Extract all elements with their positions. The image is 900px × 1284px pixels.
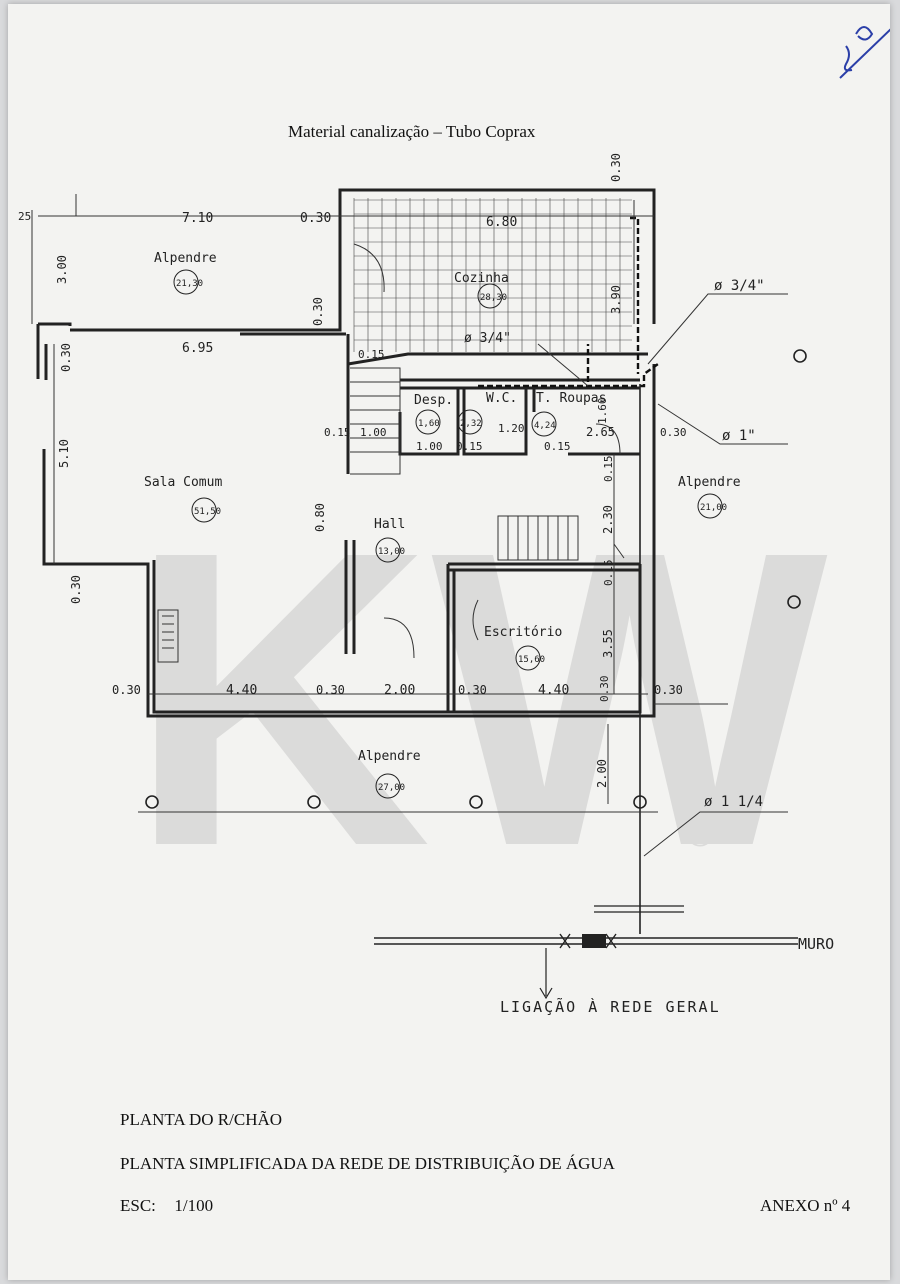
muro-label: MURO — [798, 935, 834, 953]
dimension-lines — [31, 194, 728, 813]
scale-row: ESC: 1/100 — [120, 1196, 213, 1216]
room-name-alpendre_s: Alpendre — [358, 749, 421, 764]
kitchen-tiles — [353, 198, 632, 352]
room-area-alpendre_s: 27,00 — [378, 783, 405, 793]
dim-d25: 25 — [18, 210, 31, 223]
scale-label: ESC: — [120, 1196, 156, 1215]
room-name-cozinha: Cozinha — [454, 271, 509, 286]
room-area-cozinha: 28,30 — [480, 293, 507, 303]
pipe-labels: ø 3/4" ø 3/4" ø 1" ø 1 1/4 — [464, 278, 765, 810]
dim-d1_20: 1.20 — [498, 422, 525, 435]
dim-d2_00a: 2.00 — [384, 683, 415, 698]
room-name-wc: W.C. — [486, 391, 517, 406]
dim-d0_30f: 0.30 — [112, 683, 141, 697]
dim-d0_15b: 0.15 — [324, 426, 351, 439]
room-name-hall: Hall — [374, 517, 405, 532]
room-area-circle-alpendre_nw — [173, 269, 199, 295]
dim-d6_80: 6.80 — [486, 215, 517, 230]
room-name-desp: Desp. — [414, 393, 453, 408]
annex-label: ANEXO nº 4 — [760, 1196, 851, 1215]
columns — [145, 349, 807, 809]
dim-d1_60: 1.60 — [596, 398, 609, 425]
room-name-escritorio: Escritório — [484, 625, 562, 640]
plan-title: PLANTA DO R/CHÃO — [120, 1110, 283, 1129]
dim-d5_10: 5.10 — [57, 439, 71, 468]
room-area-circle-wc — [457, 409, 483, 435]
dim-d0_30top: 0.30 — [609, 153, 623, 182]
room-area-circle-cozinha — [477, 283, 503, 309]
stairs — [350, 367, 579, 561]
room-area-wc: 2,32 — [460, 419, 482, 429]
dim-d0_30j: 0.30 — [654, 683, 683, 697]
room-area-circle-desp — [415, 409, 441, 435]
pipe-label-p114: ø 1 1/4 — [704, 794, 763, 810]
pipe-label-p34a: ø 3/4" — [714, 278, 765, 294]
dim-d0_15c: 0.15 — [456, 440, 483, 453]
pipe-label-p34b: ø 3/4" — [464, 331, 511, 346]
ligacao-label: LIGAÇÃO À REDE GERAL — [500, 997, 721, 1016]
dim-d3_90: 3.90 — [609, 285, 623, 314]
material-note: Material canalização – Tubo Coprax — [288, 122, 536, 141]
room-area-circle-escritorio — [515, 645, 541, 671]
dim-d4_40a: 4.40 — [226, 683, 257, 698]
room-area-hall: 13,00 — [378, 547, 405, 557]
dim-d7_10: 7.10 — [182, 211, 213, 226]
dim-d0_30i: 0.30 — [598, 676, 611, 703]
room-area-circle-troupas — [531, 411, 557, 437]
room-area-sala: 51,50 — [194, 507, 221, 517]
dim-d0_30a: 0.30 — [300, 211, 331, 226]
dim-d2_30: 2.30 — [601, 505, 615, 534]
room-area-troupas: 4,24 — [534, 421, 556, 431]
room-area-desp: 1,60 — [418, 419, 440, 429]
dim-d2_00b: 2.00 — [595, 759, 609, 788]
dim-d3_55: 3.55 — [601, 629, 615, 658]
dim-d0_15d: 0.15 — [544, 440, 571, 453]
dim-d0_15e: 0.15 — [602, 456, 615, 483]
room-name-alpendre_e: Alpendre — [678, 475, 741, 490]
room-name-troupas: T. Roupas — [536, 391, 606, 406]
dim-d0_15f: 0.15 — [602, 560, 615, 587]
dim-d0_30b: 0.30 — [311, 297, 325, 326]
dim-d0_30e: 0.30 — [69, 575, 83, 604]
drawing-sheet: Material canalização – Tubo Coprax KW ® — [8, 4, 890, 1280]
dim-d0_30h: 0.30 — [458, 683, 487, 697]
dim-d2_65: 2.65 — [586, 425, 615, 439]
dim-d0_80: 0.80 — [313, 503, 327, 532]
plan-subtitle: PLANTA SIMPLIFICADA DA REDE DE DISTRIBUI… — [120, 1154, 615, 1173]
dim-d6_95: 6.95 — [182, 341, 213, 356]
dim-d1_00b: 1.00 — [416, 440, 443, 453]
scale-value: 1/100 — [174, 1196, 214, 1215]
watermark-registered: ® — [686, 813, 714, 855]
dim-d0_15a: 0.15 — [358, 348, 385, 361]
pipe-label-p1: ø 1" — [722, 428, 756, 444]
dim-d3_00: 3.00 — [55, 255, 69, 284]
room-area-alpendre_nw: 21,30 — [176, 279, 203, 289]
door-swings — [353, 243, 625, 659]
dim-d0_30d: 0.30 — [660, 426, 687, 439]
dimension-labels: 7.10 0.30 6.80 0.30 25 3.00 0.30 6.95 0.30 3.90 0.… — [18, 153, 687, 788]
room-area-circle-sala — [191, 497, 217, 523]
room-area-circle-alpendre_e — [697, 493, 723, 519]
dim-d4_40b: 4.40 — [538, 683, 569, 698]
room-area-alpendre_e: 21,00 — [700, 503, 727, 513]
room-area-circle-hall — [375, 537, 401, 563]
fireplace — [157, 609, 179, 663]
watermark-text: KW — [128, 465, 832, 934]
watermark-logo: KW ® — [128, 465, 832, 934]
room-name-alpendre_nw: Alpendre — [154, 251, 217, 266]
room-name-sala: Sala Comum — [144, 475, 222, 490]
dim-d0_30c: 0.30 — [59, 343, 73, 372]
dim-d0_30g: 0.30 — [316, 683, 345, 697]
signature-mark — [839, 26, 890, 79]
dim-d1_00a: 1.00 — [360, 426, 387, 439]
room-area-circle-alpendre_s — [375, 773, 401, 799]
water-pipe-network — [374, 216, 798, 1000]
floor-plan: KW ® — [18, 26, 890, 1016]
room-area-escritorio: 15,60 — [518, 655, 545, 665]
